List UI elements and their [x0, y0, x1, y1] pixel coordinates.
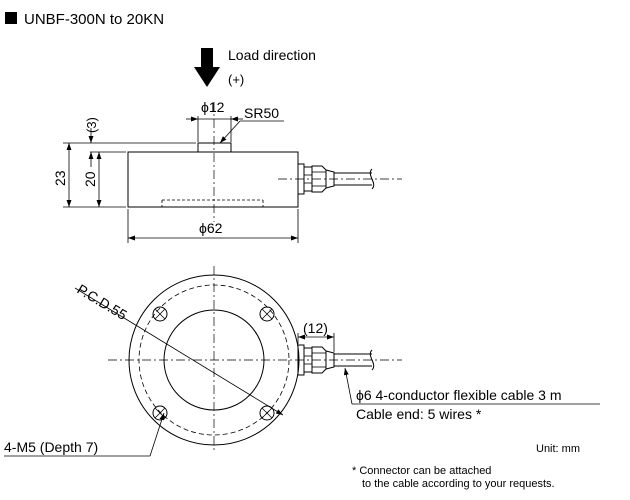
pcd-label: P.C.D.55: [74, 281, 130, 323]
loading-button: [197, 142, 232, 153]
load-direction-arrow-icon: [194, 48, 220, 87]
side-view: ϕ12 SR50 (3) 23 20 ϕ62: [52, 99, 402, 243]
footnote-line-1: * Connector can be attached: [352, 465, 491, 477]
dim-connector-length: (12): [303, 320, 328, 336]
load-sign-label: (+): [228, 72, 244, 87]
cable-connector-top: [297, 344, 375, 376]
mount-hole-icon: [152, 405, 168, 421]
pcd-circle: [138, 284, 290, 436]
cable-gland: [297, 163, 375, 195]
unit-label: Unit: mm: [536, 443, 580, 455]
cable-end-label: Cable end: 5 wires *: [356, 406, 482, 422]
filled-square-icon: [5, 12, 17, 24]
cable-spec-label: ϕ6 4-conductor flexible cable 3 m: [356, 387, 562, 403]
outer-body-circle: [128, 274, 300, 446]
mount-holes-label: 4-M5 (Depth 7): [4, 439, 98, 455]
dim-top-diameter: ϕ12: [201, 99, 225, 115]
mount-hole-icon: [259, 405, 275, 421]
body-outline: [127, 151, 299, 208]
drawing-title: UNBF-300N to 20KN: [24, 11, 164, 28]
mount-hole-icon: [152, 306, 168, 322]
dim-sphere-radius: SR50: [244, 105, 279, 121]
footnote-line-2: to the cable according to your requests.: [362, 478, 555, 490]
mount-hole-icon: [259, 306, 275, 322]
dim-dome-height: (3): [84, 117, 99, 133]
inner-circle: [163, 309, 265, 411]
pcd-leader-line: [74, 287, 284, 416]
load-direction-label: Load direction: [228, 47, 316, 63]
top-view: P.C.D.55 (12) ϕ6 4-conductor flexible ca…: [4, 266, 600, 457]
dim-body-diameter: ϕ62: [199, 220, 223, 236]
dim-total-height: 23: [52, 170, 68, 186]
dim-body-height: 20: [82, 171, 98, 187]
